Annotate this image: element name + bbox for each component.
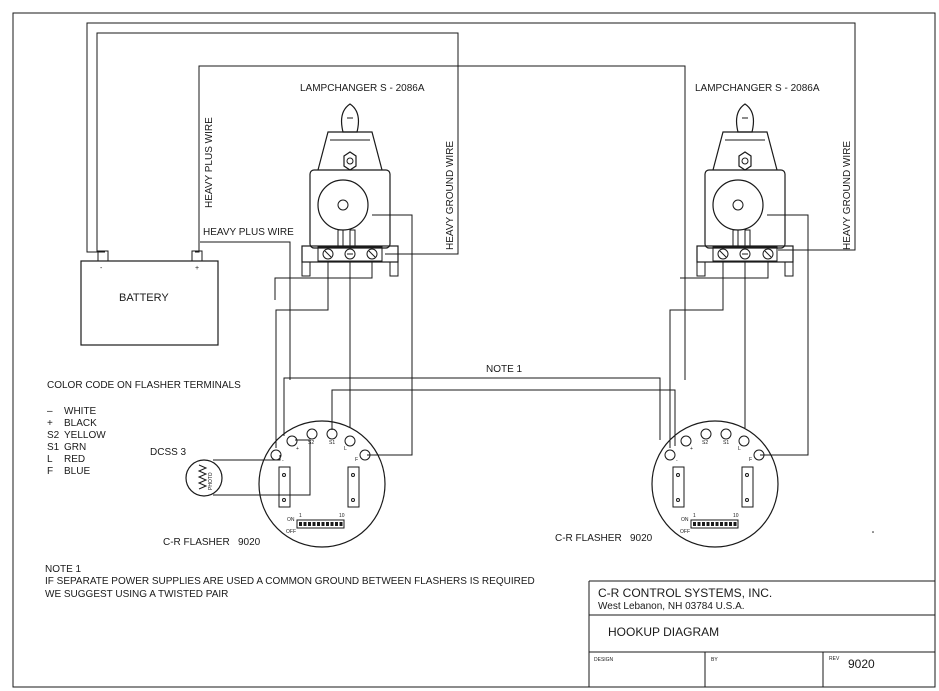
color-code-l-color: RED xyxy=(64,454,85,465)
battery-minus-label: - xyxy=(100,265,103,272)
lampchanger-right: LAMPCHANGER S - 2086A xyxy=(695,83,820,277)
flasher-right-term-l: L xyxy=(738,446,741,452)
flasher-right-dip-levers xyxy=(693,522,737,526)
flasher-left-term-s2: S2 xyxy=(308,440,314,446)
flasher-right: - + S2 S1 L F ON OFF 1 10 C-R FLASHER 90… xyxy=(555,420,779,548)
color-code-s2: S2 xyxy=(47,430,60,441)
wiring xyxy=(86,22,856,496)
flasher-right-term-s1: S1 xyxy=(723,440,729,446)
photocell-inner-label: PHOTO xyxy=(208,472,214,490)
flasher-left-term-l: L xyxy=(344,446,347,452)
note-line-2: WE SUGGEST USING A TWISTED PAIR xyxy=(45,589,228,600)
flasher-left-dip-1: 1 xyxy=(299,513,302,519)
heavy-ground-right-label: HEAVY GROUND WIRE xyxy=(842,141,853,250)
flasher-left-term-f: F xyxy=(355,457,358,463)
photocell-label: DCSS 3 xyxy=(150,447,187,458)
color-code-s1-color: GRN xyxy=(64,442,86,453)
photocell: DCSS 3 PHOTO xyxy=(150,447,223,497)
color-code-legend: COLOR CODE ON FLASHER TERMINALS – WHITE … xyxy=(47,380,241,477)
heavy-plus-vertical-label: HEAVY PLUS WIRE xyxy=(204,117,215,208)
battery-plus-label: + xyxy=(195,265,199,272)
flasher-right-term-minus: - xyxy=(676,458,678,464)
color-code-l: L xyxy=(47,454,53,465)
flasher-right-term-plus: + xyxy=(690,446,693,452)
stray-dot xyxy=(872,531,874,533)
flasher-right-on-label: ON xyxy=(681,517,689,523)
flasher-left-on-label: ON xyxy=(287,517,295,523)
company-address: West Lebanon, NH 03784 U.S.A. xyxy=(598,601,745,612)
flasher-left-dip-switch xyxy=(296,519,345,529)
flasher-right-dip-switch xyxy=(690,519,739,529)
flasher-left-term-s1: S1 xyxy=(329,440,335,446)
rev-label: REV xyxy=(829,656,840,662)
flasher-right-dip-1: 1 xyxy=(693,513,696,519)
company-name: C-R CONTROL SYSTEMS, INC. xyxy=(598,586,772,600)
flasher-right-label: C-R FLASHER xyxy=(555,533,622,544)
note-title: NOTE 1 xyxy=(45,564,82,575)
flasher-left-off-label: OFF xyxy=(286,529,296,535)
note-wire-label: NOTE 1 xyxy=(486,364,523,375)
rev-value: 9020 xyxy=(848,657,875,671)
color-code-f-color: BLUE xyxy=(64,466,90,477)
flasher-left-term-minus: - xyxy=(282,458,284,464)
battery: - + BATTERY xyxy=(80,250,219,346)
flasher-left-label: C-R FLASHER xyxy=(163,537,230,548)
color-code-f: F xyxy=(47,466,53,477)
flasher-right-term-s2: S2 xyxy=(702,440,708,446)
lampchanger-left: LAMPCHANGER S - 2086A xyxy=(300,83,425,277)
note-line-1: IF SEPARATE POWER SUPPLIES ARE USED A CO… xyxy=(45,576,535,587)
title-block: C-R CONTROL SYSTEMS, INC. West Lebanon, … xyxy=(588,580,935,687)
drawing-title: HOOKUP DIAGRAM xyxy=(608,625,719,639)
flasher-right-term-f: F xyxy=(749,457,752,463)
color-code-plus-color: BLACK xyxy=(64,418,97,429)
flasher-left-dip-levers xyxy=(299,522,343,526)
color-code-s2-color: YELLOW xyxy=(64,430,106,441)
flasher-left-dip-10: 10 xyxy=(339,513,345,519)
color-code-s1: S1 xyxy=(47,442,60,453)
flasher-left-model: 9020 xyxy=(238,537,261,548)
design-label: DESIGN xyxy=(594,657,614,663)
battery-label: BATTERY xyxy=(119,292,169,304)
flasher-right-model: 9020 xyxy=(630,533,653,544)
color-code-plus: + xyxy=(47,418,53,429)
flasher-right-off-label: OFF xyxy=(680,529,690,535)
flasher-right-dip-10: 10 xyxy=(733,513,739,519)
flasher-left: - + S2 S1 L F ON OFF 1 10 C-R FLASHER 90… xyxy=(163,420,386,548)
note-block: NOTE 1 IF SEPARATE POWER SUPPLIES ARE US… xyxy=(45,564,535,600)
flasher-left-term-plus: + xyxy=(296,446,299,452)
color-code-minus-color: WHITE xyxy=(64,406,97,417)
lampchanger-left-label: LAMPCHANGER S - 2086A xyxy=(300,83,425,94)
lampchanger-right-label: LAMPCHANGER S - 2086A xyxy=(695,83,820,94)
heavy-ground-left-label: HEAVY GROUND WIRE xyxy=(445,141,456,250)
drawing-border xyxy=(12,12,936,688)
color-code-title: COLOR CODE ON FLASHER TERMINALS xyxy=(47,380,241,391)
color-code-minus: – xyxy=(47,406,53,417)
heavy-plus-horizontal-label: HEAVY PLUS WIRE xyxy=(203,227,294,238)
by-label: BY xyxy=(711,657,718,663)
